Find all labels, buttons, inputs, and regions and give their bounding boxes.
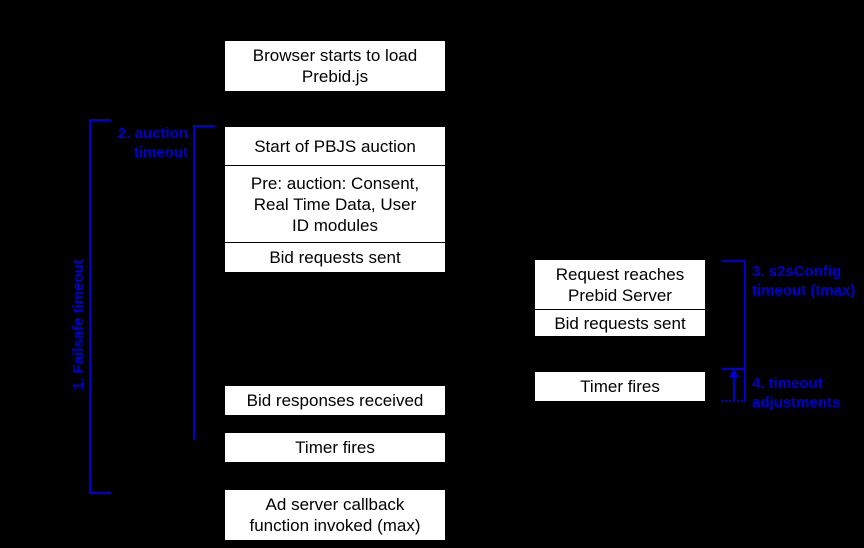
box-request-reaches-prebid-server: Request reaches Prebid Server — [535, 260, 705, 310]
box-timer-fires-client: Timer fires — [225, 433, 445, 462]
label-s2sconfig-timeout: 3. s2sConfig timeout (tmax) — [752, 263, 856, 299]
up-arrow-shaft-icon — [733, 375, 735, 401]
auction-bracket-top-arm — [193, 125, 215, 127]
s2sconfig-bracket-top-arm — [722, 260, 746, 262]
failsafe-bracket-vertical — [89, 119, 91, 494]
box-browser-starts-to-load-prebid: Browser starts to load Prebid.js — [225, 41, 445, 91]
box-bid-responses-received: Bid responses received — [225, 386, 445, 415]
auction-bracket-vertical — [193, 125, 195, 440]
box-ad-server-callback-invoked: Ad server callback function invoked (max… — [225, 490, 445, 540]
box-start-of-pbjs-auction: Start of PBJS auction — [225, 127, 445, 166]
timeout-adjust-bracket-vertical — [744, 370, 746, 402]
failsafe-bracket-bottom-arm — [89, 492, 111, 494]
label-failsafe-timeout: 1. Failsafe timeout — [70, 259, 87, 390]
s2sconfig-bracket-vertical — [744, 260, 746, 370]
label-auction-timeout: 2. auction timeout — [117, 125, 188, 161]
box-pre-auction-modules: Pre: auction: Consent, Real Time Data, U… — [225, 166, 445, 243]
label-timeout-adjustments: 4. timeout adjustments — [752, 375, 841, 411]
failsafe-bracket-top-arm — [89, 119, 111, 121]
up-arrow-head-icon — [729, 369, 739, 377]
box-timer-fires-server: Timer fires — [535, 372, 705, 401]
dotted-baseline — [722, 400, 746, 402]
box-bid-requests-sent-server: Bid requests sent — [535, 310, 705, 336]
box-bid-requests-sent-client: Bid requests sent — [225, 243, 445, 272]
